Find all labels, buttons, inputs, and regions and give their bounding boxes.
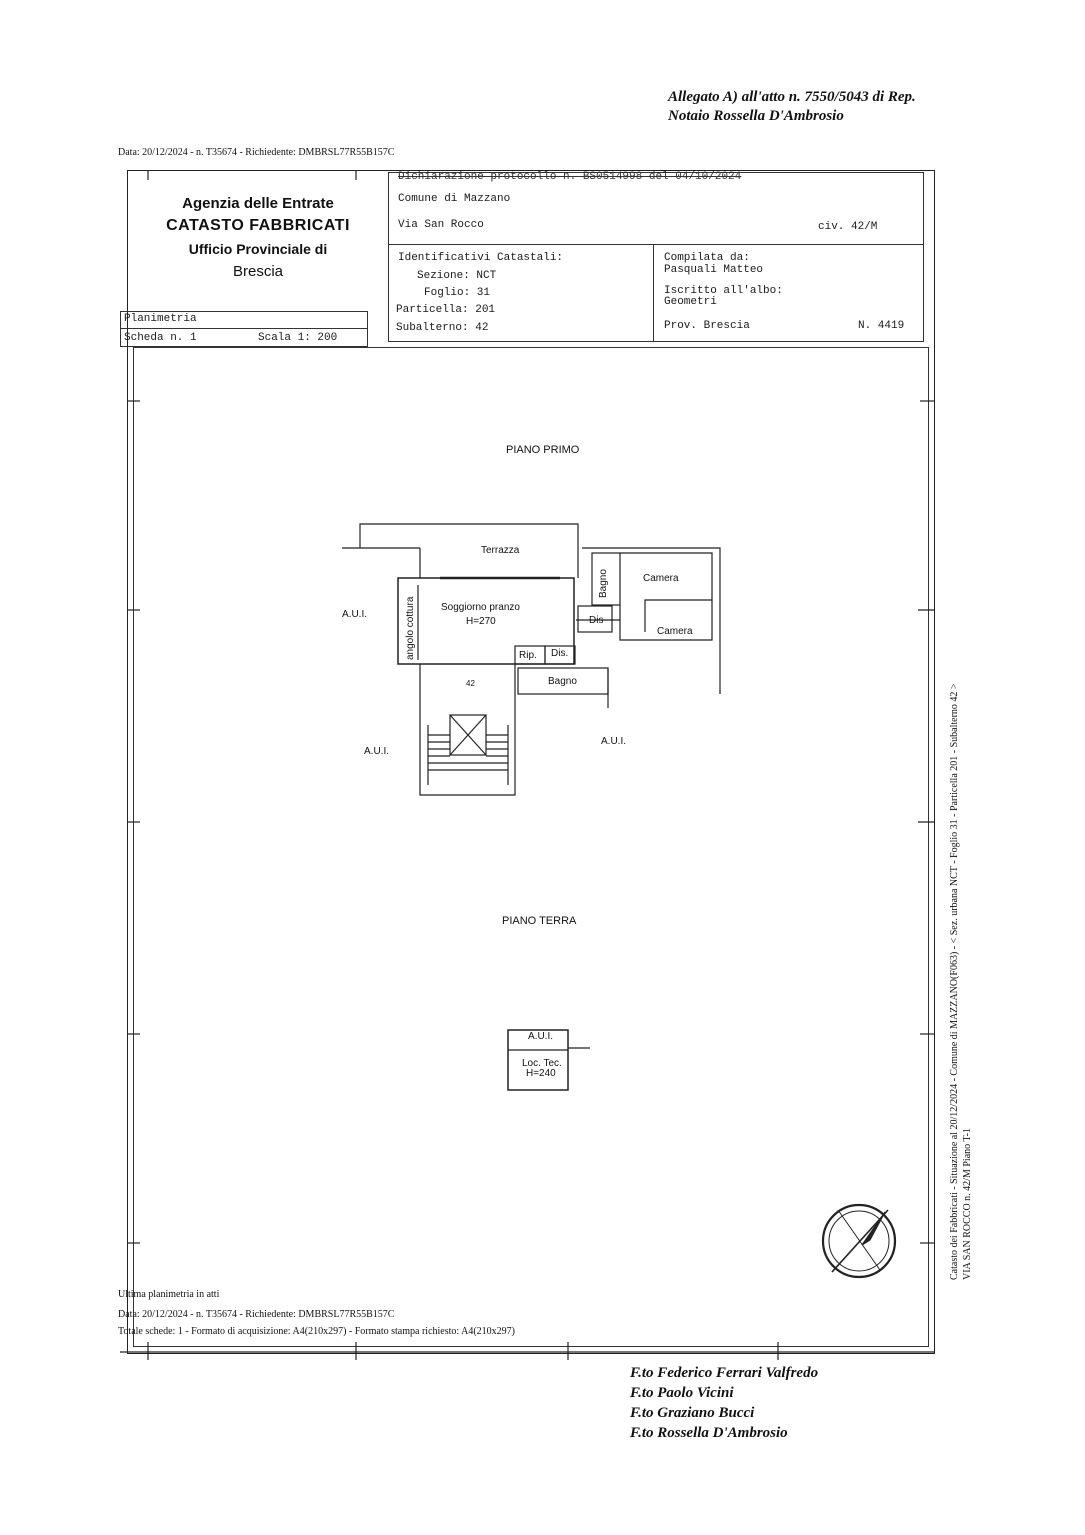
aui-left: A.U.I. xyxy=(342,609,368,620)
footer-totale: Totale schede: 1 - Formato di acquisizio… xyxy=(118,1326,515,1337)
agency-office: Ufficio Provinciale di xyxy=(188,241,328,257)
room-terrazza: Terrazza xyxy=(481,545,520,556)
signature-1: F.to Federico Ferrari Valfredo xyxy=(630,1365,819,1381)
identifiers-title: Identificativi Catastali: xyxy=(398,252,564,264)
top-request-info: Data: 20/12/2024 - n. T35674 - Richieden… xyxy=(118,147,395,158)
footer-info: Ultima planimetria in atti Data: 20/12/2… xyxy=(118,1285,515,1339)
footer-ultima: Ultima planimetria in atti xyxy=(118,1289,220,1300)
street: Via San Rocco xyxy=(398,219,484,231)
agency-city: Brescia xyxy=(232,263,284,280)
scala-label: Scala 1: 200 xyxy=(258,332,338,344)
municipality: Comune di Mazzano xyxy=(398,193,511,205)
registered: Geometri xyxy=(664,296,717,308)
room-bagno-upper: Bagno xyxy=(598,569,609,598)
attachment-note: Allegato A) all'atto n. 7550/5043 di Rep… xyxy=(668,88,916,126)
room-angolo-cottura: angolo cottura xyxy=(405,596,416,660)
sheet-outer-frame xyxy=(127,170,935,1354)
compiled-by: Pasquali Matteo xyxy=(664,264,764,276)
aui-right: A.U.I. xyxy=(601,736,627,747)
agency-department: CATASTO FABBRICATI xyxy=(166,217,350,234)
room-locale-tecnico: Loc. Tec. xyxy=(522,1058,562,1069)
signatures-block: F.to Federico Ferrari Valfredo F.to Paol… xyxy=(630,1363,818,1443)
room-camera-2: Camera xyxy=(657,626,693,637)
sheet-id-box xyxy=(120,311,368,347)
attachment-line-2: Notaio Rossella D'Ambrosio xyxy=(668,108,844,124)
registration-number: N. 4419 xyxy=(858,320,905,332)
scheda-label: Scheda n. 1 xyxy=(124,332,197,344)
signature-3: F.to Graziano Bucci xyxy=(630,1405,755,1421)
room-bagno-lower: Bagno xyxy=(548,676,577,687)
room-dis-1: Dis xyxy=(589,615,604,626)
signature-4: F.to Rossella D'Ambrosio xyxy=(630,1425,788,1441)
aui-ground: A.U.I. xyxy=(528,1031,554,1042)
floor-label-ground: PIANO TERRA xyxy=(502,915,577,927)
room-soggiorno: Soggiorno pranzo xyxy=(441,602,520,613)
sezione: Sezione: NCT xyxy=(417,270,497,282)
room-camera-1: Camera xyxy=(643,573,679,584)
room-soggiorno-height: H=270 xyxy=(466,616,496,627)
signature-2: F.to Paolo Vicini xyxy=(630,1385,734,1401)
civic-number: civ. 42/M xyxy=(818,221,878,233)
header-info-box xyxy=(388,172,924,342)
aui-stair: A.U.I. xyxy=(364,746,390,757)
province: Prov. Brescia xyxy=(664,320,750,332)
floor-label-first: PIANO PRIMO xyxy=(506,444,580,456)
side-text-line-2: VIA SAN ROCCO n. 42/M Piano T-1 xyxy=(962,1128,973,1280)
plan-area-frame xyxy=(133,347,929,1347)
room-dis-2: Dis. xyxy=(551,648,569,659)
particella: Particella: 201 xyxy=(396,304,496,316)
foglio: Foglio: 31 xyxy=(424,287,491,299)
footer-data: Data: 20/12/2024 - n. T35674 - Richieden… xyxy=(118,1309,395,1320)
side-vertical-text: Catasto dei Fabbricati - Situazione al 2… xyxy=(948,683,974,1280)
attachment-line-1: Allegato A) all'atto n. 7550/5043 di Rep… xyxy=(668,89,916,105)
registered-label: Iscritto all'albo: xyxy=(664,285,783,297)
agency-block: Agenzia delle Entrate CATASTO FABBRICATI… xyxy=(133,175,383,280)
header-column-divider xyxy=(653,244,654,342)
compiled-by-label: Compilata da: xyxy=(664,252,750,264)
unit-number: 42 xyxy=(466,679,475,688)
declaration-line: Dichiarazione protocollo n. BS0514998 de… xyxy=(398,171,742,183)
agency-name: Agenzia delle Entrate xyxy=(182,195,334,212)
sheet-id-divider xyxy=(120,328,368,329)
header-divider xyxy=(388,244,924,245)
planimetria-label: Planimetria xyxy=(124,313,197,325)
subalterno: Subalterno: 42 xyxy=(396,322,489,334)
room-locale-tecnico-height: H=240 xyxy=(526,1068,556,1079)
side-text-line-1: Catasto dei Fabbricati - Situazione al 2… xyxy=(949,683,960,1280)
room-ripostiglio: Rip. xyxy=(519,650,537,661)
